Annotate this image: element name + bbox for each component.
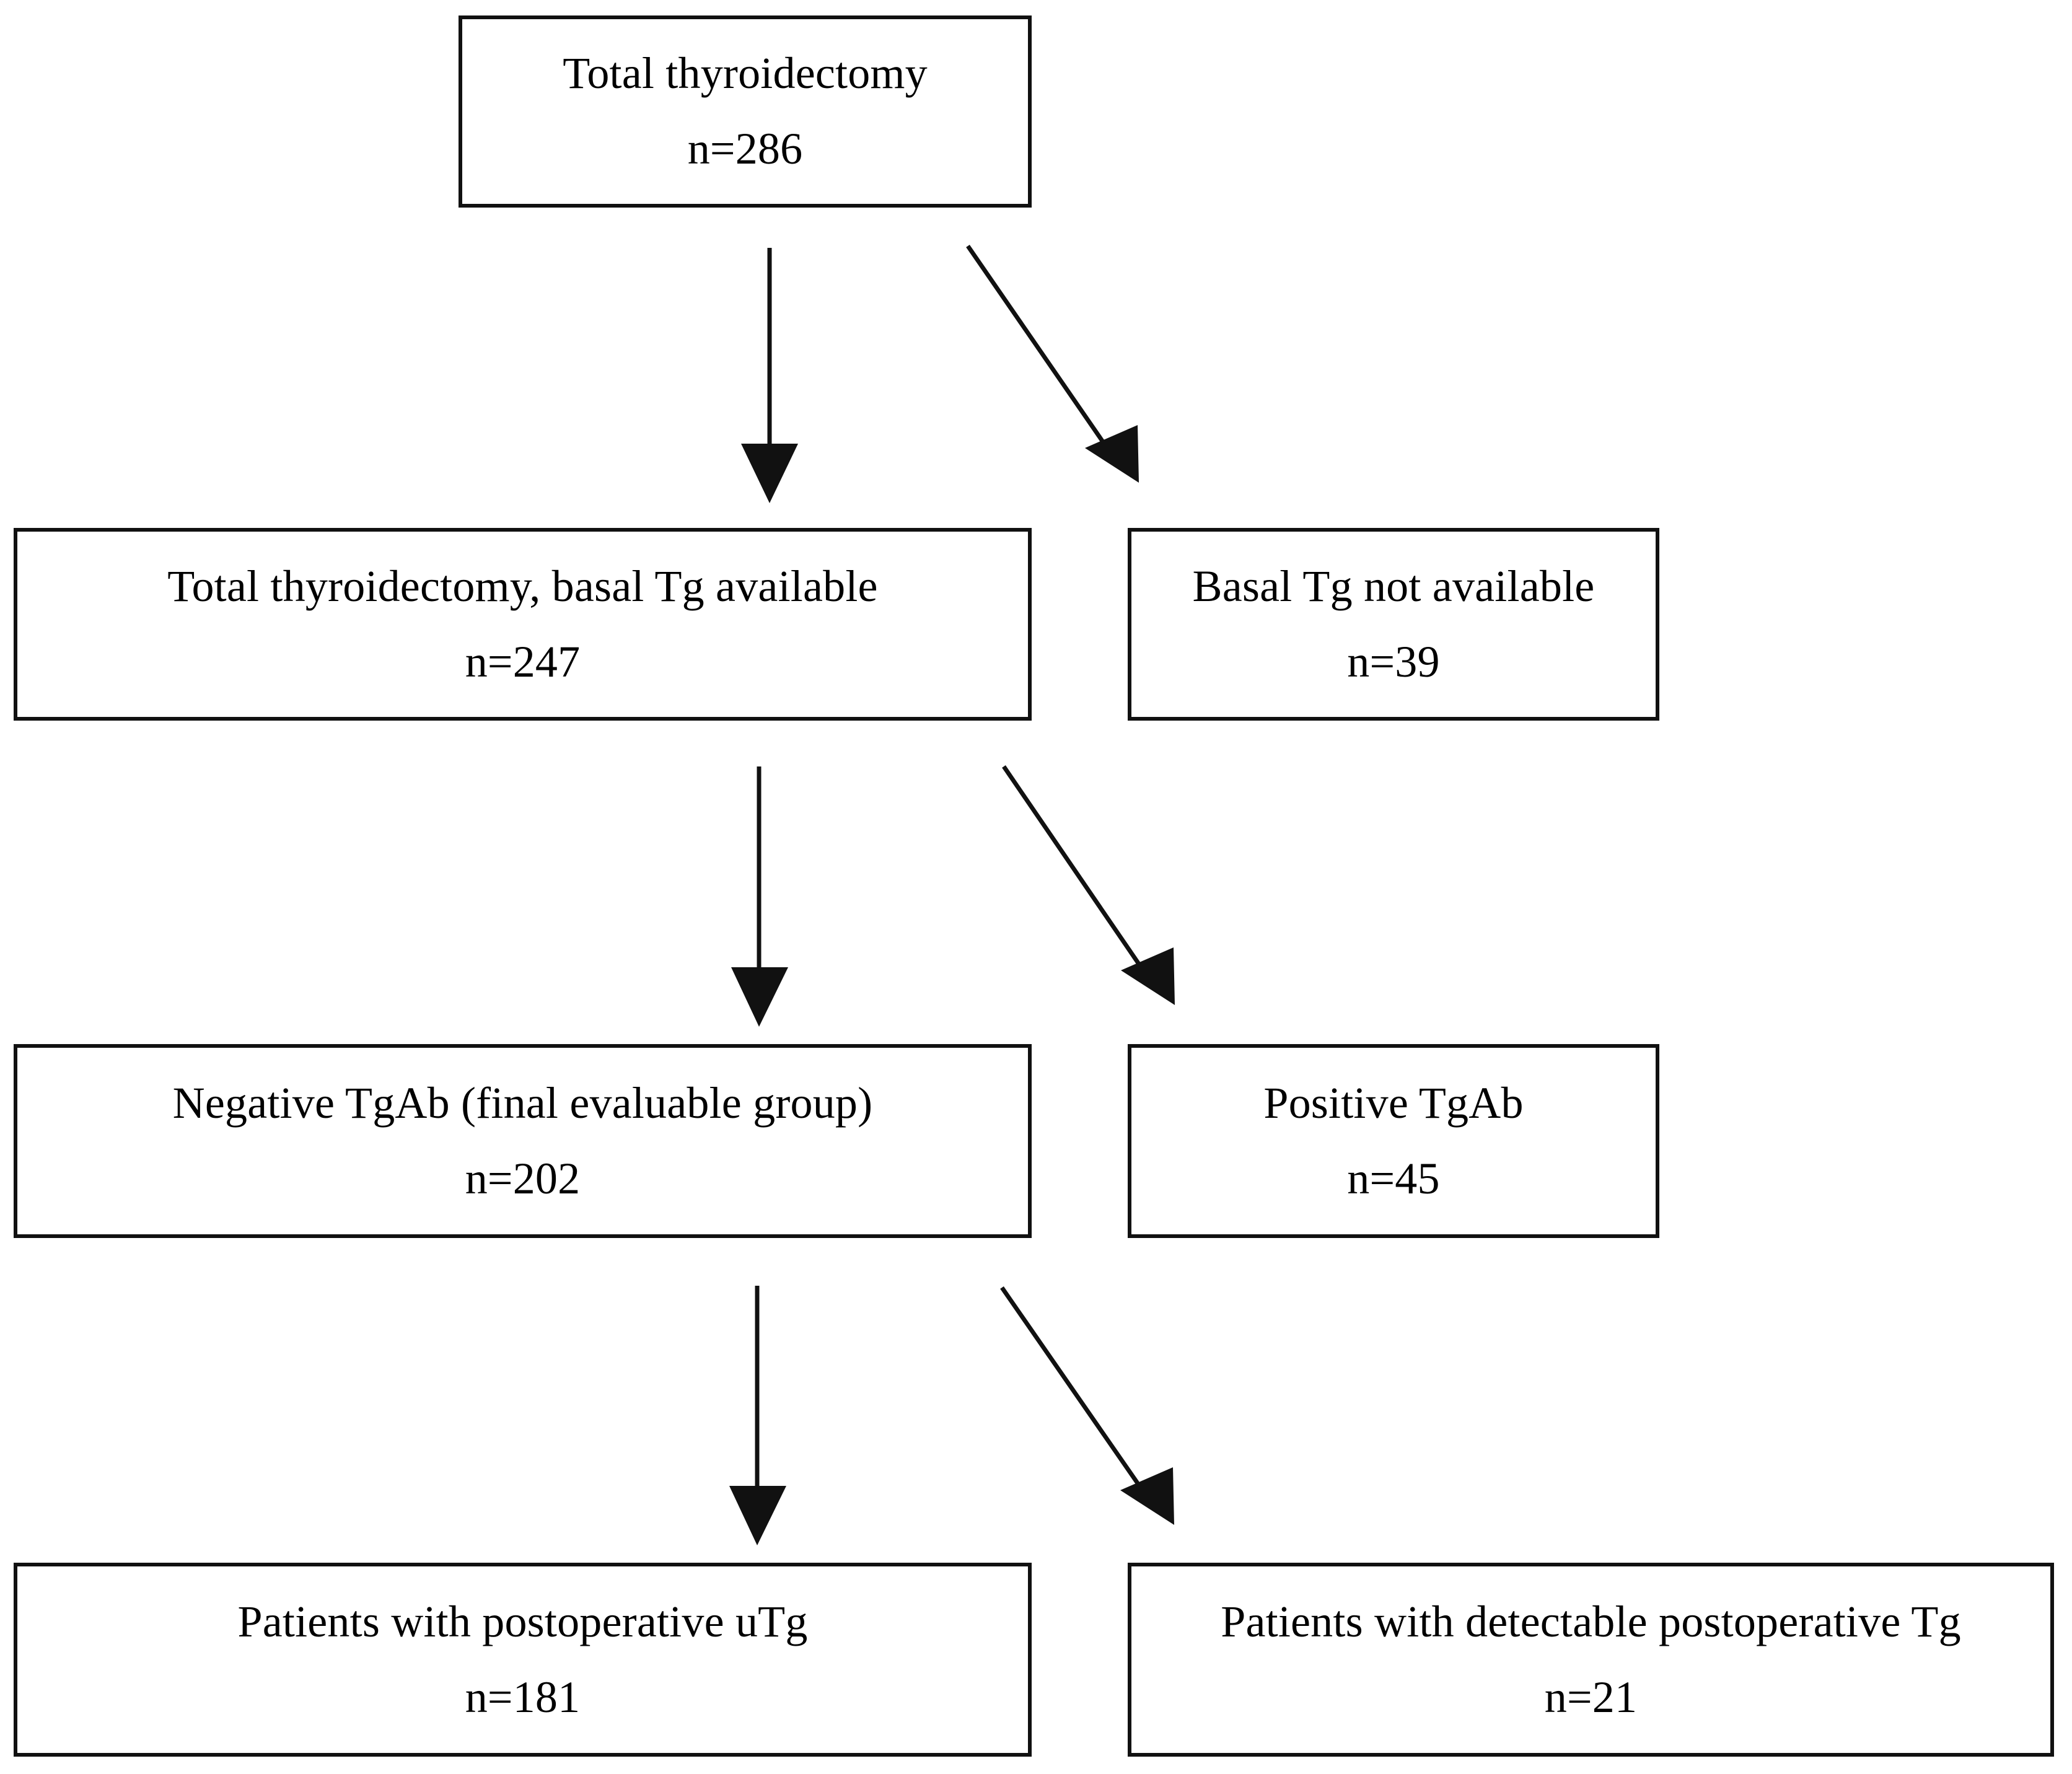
node-label: Total thyroidectomy bbox=[563, 48, 928, 99]
node-label: Negative TgAb (final evaluable group) bbox=[172, 1078, 873, 1128]
node-count: n=21 bbox=[1544, 1672, 1638, 1722]
node-count: n=39 bbox=[1347, 636, 1440, 687]
node-label: Basal Tg not available bbox=[1192, 561, 1595, 611]
node-count: n=202 bbox=[465, 1153, 581, 1203]
node-postoperative-utg: Patients with postoperative uTg n=181 bbox=[14, 1563, 1032, 1757]
node-count: n=181 bbox=[465, 1672, 581, 1722]
edge-basal-tg-available-to-negative-tgab bbox=[731, 766, 788, 1027]
node-count: n=45 bbox=[1347, 1153, 1440, 1203]
node-basal-tg-available: Total thyroidectomy, basal Tg available … bbox=[14, 528, 1032, 721]
node-detectable-postoperative-tg: Patients with detectable postoperative T… bbox=[1128, 1563, 2054, 1757]
node-label: Patients with postoperative uTg bbox=[237, 1596, 808, 1646]
node-label: Positive TgAb bbox=[1263, 1078, 1524, 1128]
edge-negative-tgab-to-detectable-postoperative-tg bbox=[1000, 1286, 1174, 1525]
node-count: n=286 bbox=[687, 124, 803, 173]
edge-basal-tg-available-to-positive-tgab bbox=[1002, 765, 1175, 1005]
edge-negative-tgab-to-postoperative-utg bbox=[729, 1286, 786, 1545]
node-label: Patients with detectable postoperative T… bbox=[1221, 1596, 1961, 1646]
node-negative-tgab: Negative TgAb (final evaluable group) n=… bbox=[14, 1044, 1032, 1238]
node-label: Total thyroidectomy, basal Tg available bbox=[167, 561, 878, 611]
node-positive-tgab: Positive TgAb n=45 bbox=[1128, 1044, 1659, 1238]
node-total-thyroidectomy: Total thyroidectomy n=286 bbox=[459, 15, 1032, 208]
edge-total-thyroidectomy-to-basal-tg-not-available bbox=[966, 245, 1139, 483]
node-basal-tg-not-available: Basal Tg not available n=39 bbox=[1128, 528, 1659, 721]
edge-total-thyroidectomy-to-basal-tg-available bbox=[741, 248, 798, 503]
node-count: n=247 bbox=[465, 636, 581, 687]
